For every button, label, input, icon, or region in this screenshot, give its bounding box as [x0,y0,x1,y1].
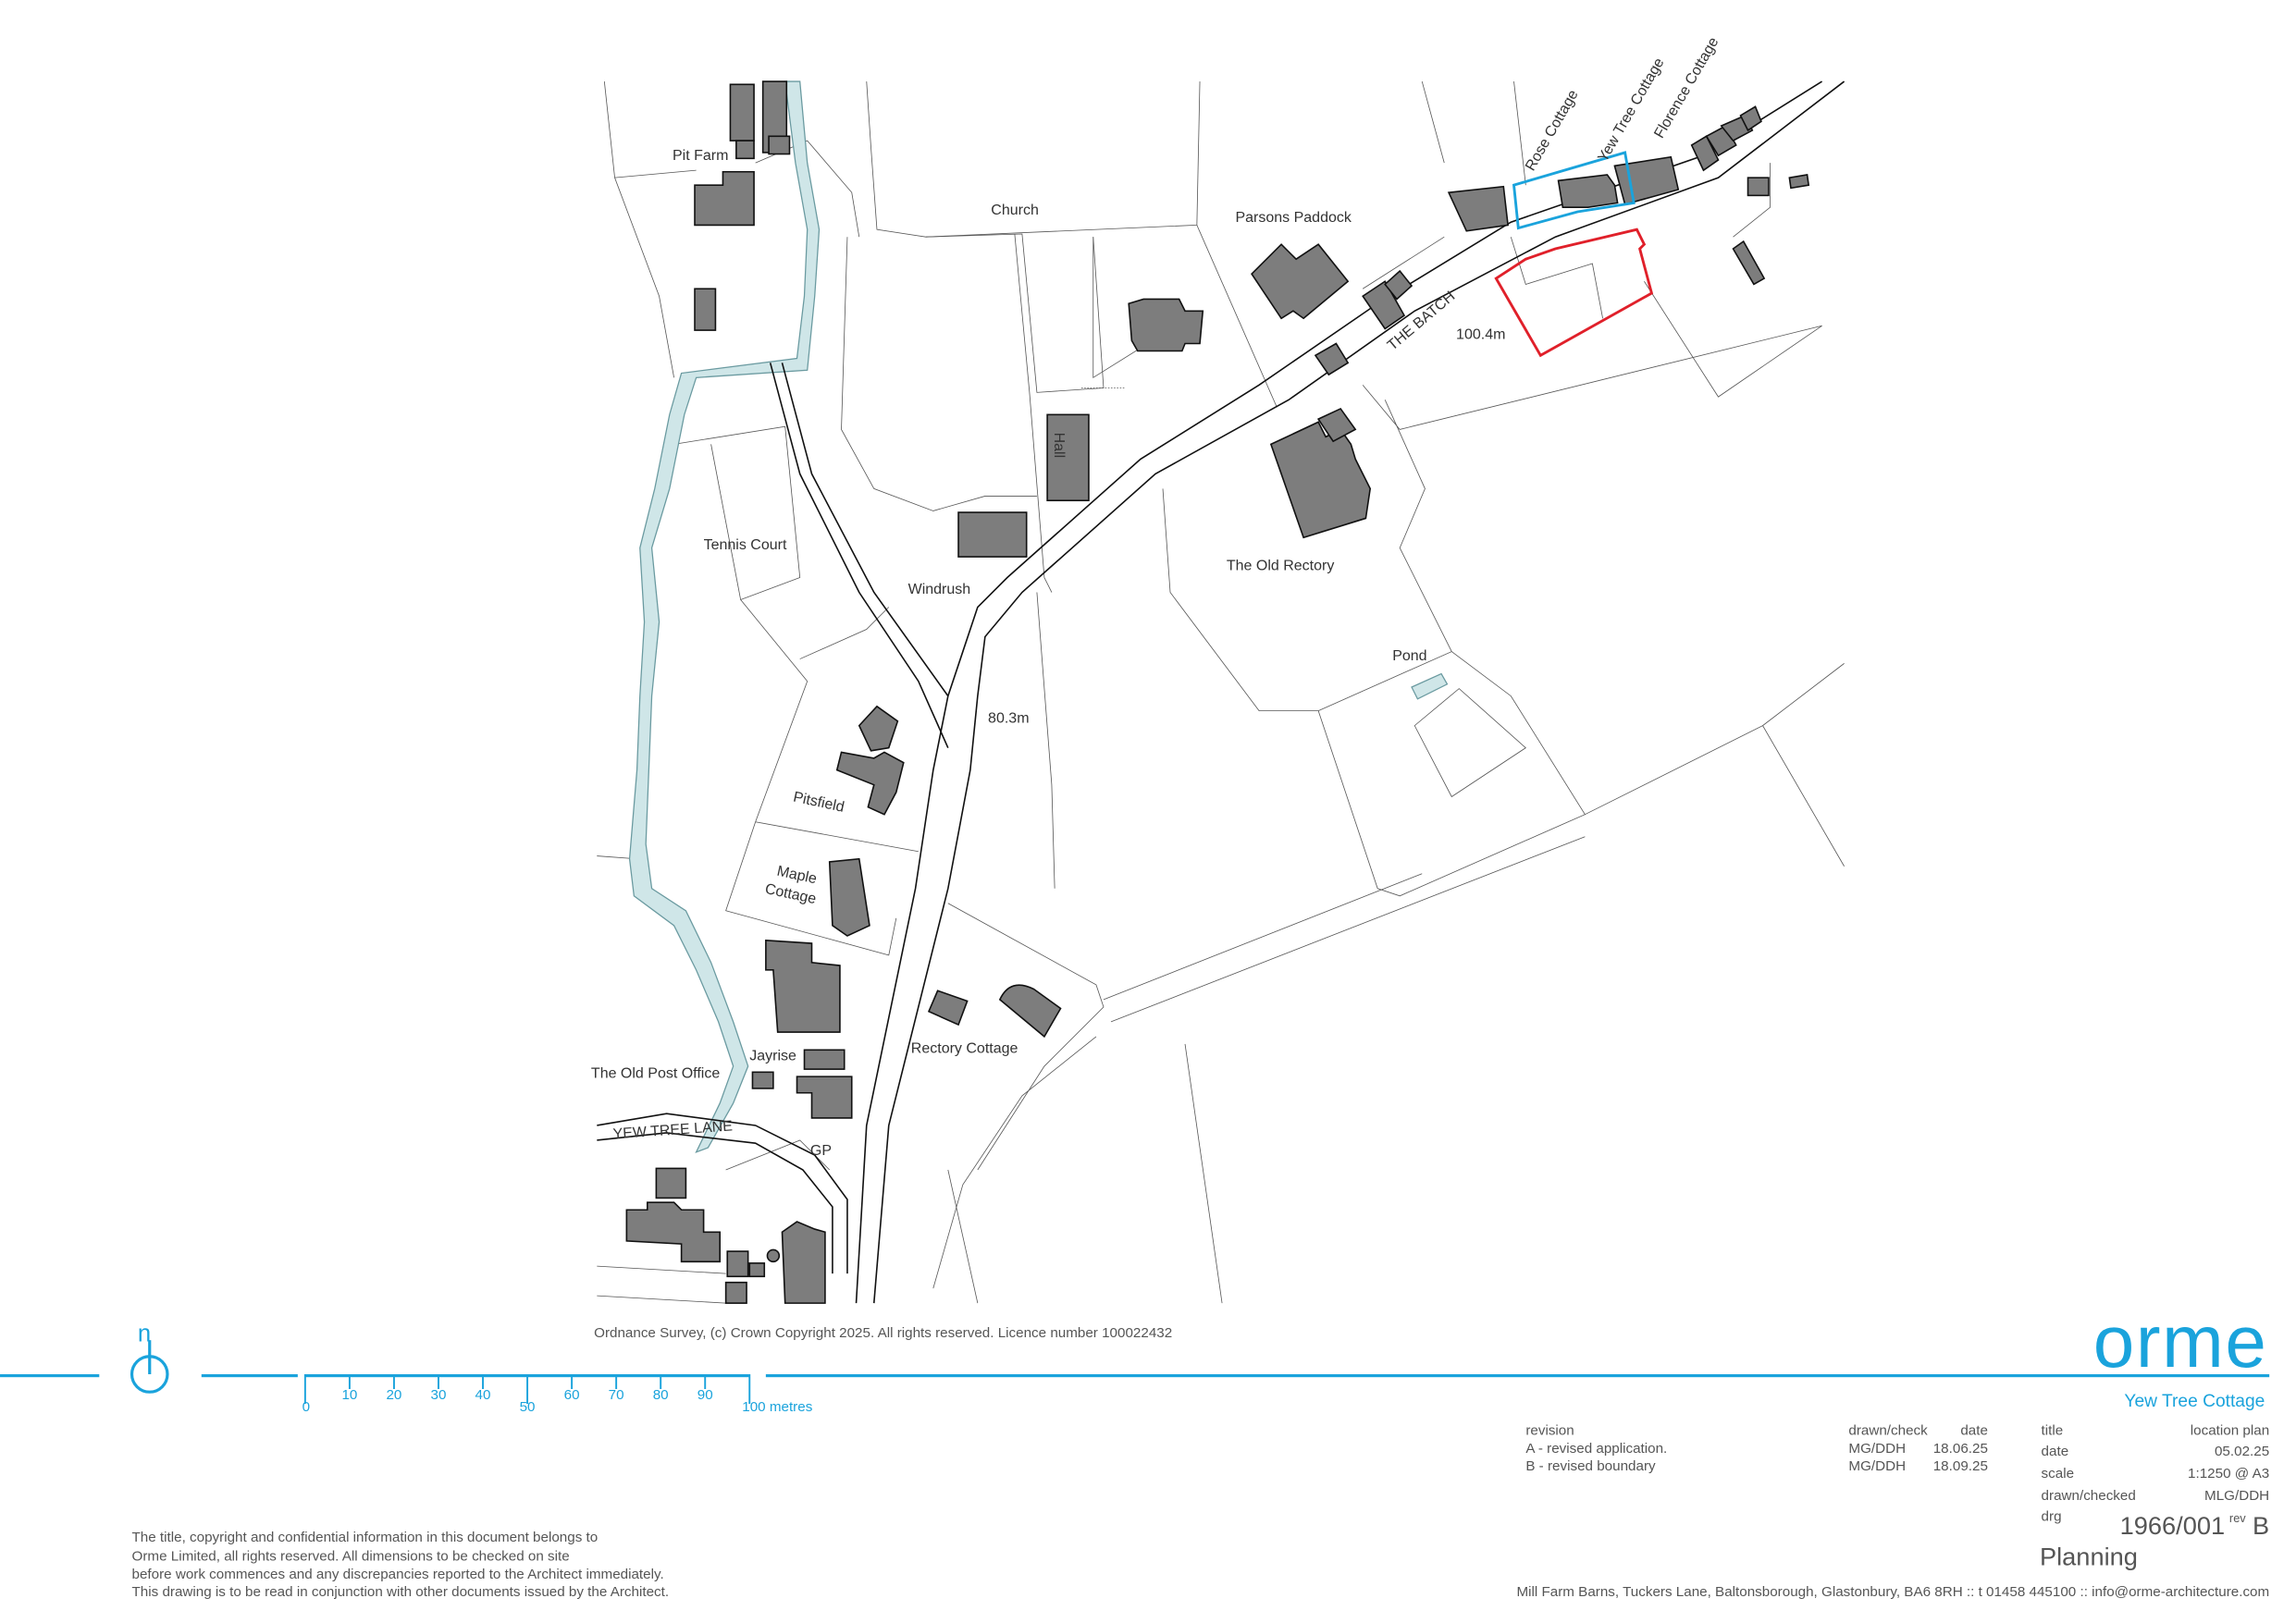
label-hall: Hall [1051,433,1067,459]
roads [597,80,1845,1304]
label-rectory-cottage: Rectory Cottage [911,1041,1018,1057]
drawn-check-header: drawn/check [1848,1423,1928,1439]
label-parsons-paddock: Parsons Paddock [1235,210,1352,226]
north-arrow-icon: n [0,1322,298,1394]
date-value: 05.02.25 [2215,1444,2269,1459]
scale-tick-label: 70 [609,1387,624,1403]
disclaimer: The title, copyright and confidential in… [132,1530,670,1600]
label-windrush: Windrush [908,582,971,597]
scale-tick-label: 60 [564,1387,580,1403]
revision-a: A - revised application. [1525,1441,1667,1457]
scale-tick [615,1373,618,1389]
date-header: date [1960,1423,1988,1439]
scale-tick-label: 0 [302,1399,310,1415]
practice-address: Mill Farm Barns, Tuckers Lane, Baltonsbo… [1516,1584,2269,1600]
field-boundaries [597,80,1845,1304]
label-yew-tree-cottage: Yew Tree Cottage [1596,55,1668,165]
pond [1411,672,1449,700]
stream [628,80,821,1153]
north-label: n [138,1322,151,1347]
label-jayrise: Jayrise [749,1049,796,1064]
title-rule [765,1373,2270,1378]
rev-label: rev [2229,1511,2246,1525]
ownership-boundary-blue [1512,151,1636,230]
label-pond: Pond [1392,648,1426,664]
label-church: Church [991,203,1039,218]
project-name: Yew Tree Cottage [2124,1392,2265,1411]
disclaimer-line: The title, copyright and confidential in… [132,1530,599,1545]
spot-height-100: 100.4m [1456,327,1505,343]
drawing-status: Planning [2040,1543,2138,1571]
scale-tick [704,1373,707,1389]
date-label: date [2042,1444,2069,1459]
scale-label: scale [2042,1466,2075,1482]
label-old-rectory: The Old Rectory [1227,558,1334,573]
drawn-value: MLG/DDH [2204,1488,2269,1504]
scale-tick [348,1373,351,1389]
scale-tick [526,1373,529,1405]
scale-tick-label: 100 metres [742,1399,812,1415]
scale-tick [438,1373,439,1389]
scale-bar: 0 10 20 30 40 50 60 70 80 90 100 metres [302,1373,813,1415]
revision-a-date: 18.06.25 [1933,1441,1988,1457]
rev-value: B [2253,1511,2269,1540]
scale-tick [392,1373,395,1389]
os-copyright: Ordnance Survey, (c) Crown Copyright 202… [594,1325,1172,1341]
scale-tick-label: 10 [341,1387,357,1403]
buildings [625,80,1810,1304]
label-old-post-office: The Old Post Office [591,1066,720,1082]
scale-tick [303,1373,306,1405]
scale-tick-label: 50 [520,1399,536,1415]
label-tennis-court: Tennis Court [704,537,787,553]
title-label: title [2042,1423,2064,1439]
scale-tick-label: 20 [386,1387,401,1403]
scale-tick-label: 90 [697,1387,713,1403]
revision-a-drawn: MG/DDH [1848,1441,1906,1457]
label-florence-cottage: Florence Cottage [1651,35,1722,141]
scale-value: 1:1250 @ A3 [2188,1466,2269,1482]
label-pit-farm: Pit Farm [673,148,728,164]
spot-height-80: 80.3m [988,710,1029,726]
disclaimer-line: before work commences and any discrepanc… [132,1567,664,1582]
label-pitsfield: Pitsfield [792,790,846,816]
scale-tick-label: 40 [475,1387,491,1403]
drg-label: drg [2042,1509,2062,1525]
scale-tick-label: 80 [653,1387,669,1403]
drawn-label: drawn/checked [2042,1488,2136,1504]
orme-logo: orme [2093,1300,2268,1383]
scale-tick [748,1373,751,1405]
site-boundary-red [1494,227,1654,358]
scale-tick [482,1373,484,1389]
title-value: location plan [2191,1423,2269,1439]
label-rose-cottage: Rose Cottage [1523,87,1582,173]
label-gp: GP [810,1143,832,1159]
revision-b-drawn: MG/DDH [1848,1458,1906,1474]
scale-tick-label: 30 [431,1387,447,1403]
revision-b-date: 18.09.25 [1933,1458,1988,1474]
revision-b: B - revised boundary [1525,1458,1656,1474]
scale-tick [571,1373,574,1389]
title-block: title location plan date 05.02.25 scale … [2040,1423,2269,1571]
disclaimer-line: This drawing is to be read in conjunctio… [132,1584,670,1600]
site-map: Pit Farm Church Parsons Paddock Tennis C… [591,35,1845,1304]
revision-header: revision [1525,1423,1574,1439]
scale-tick [660,1373,662,1389]
drg-number: 1966/001 [2120,1511,2226,1540]
disclaimer-line: Orme Limited, all rights reserved. All d… [132,1549,570,1565]
revision-table: revision drawn/check date A - revised ap… [1525,1423,1988,1474]
map-labels: Pit Farm Church Parsons Paddock Tennis C… [591,35,1722,1159]
